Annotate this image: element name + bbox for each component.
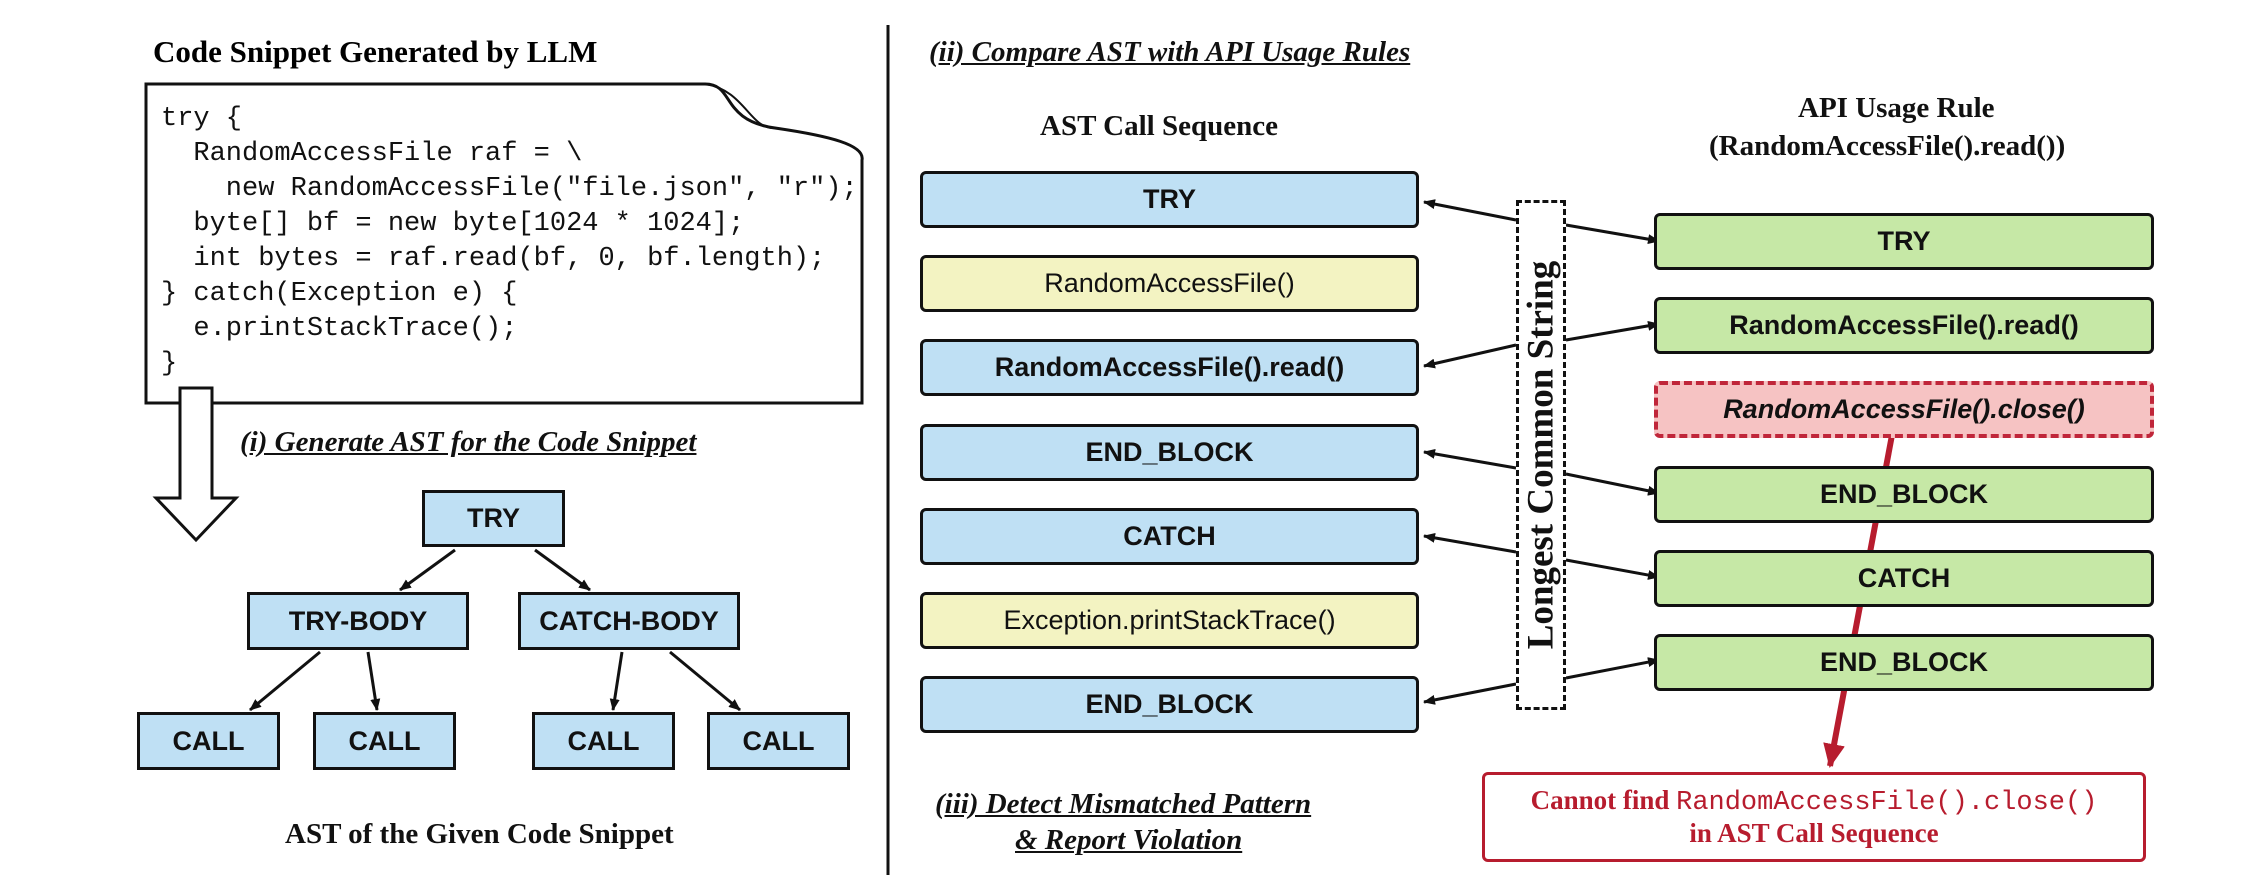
code-line: RandomAccessFile raf = \ [161, 139, 583, 169]
rule-header-line1: API Usage Rule [1798, 92, 1995, 124]
step-iii-label-line1: (iii) Detect Mismatched Pattern [935, 788, 1312, 820]
step-iii-label-line2: & Report Violation [1015, 824, 1243, 856]
ast-seq-item: CATCH [920, 508, 1419, 565]
ast-node-call: CALL [313, 712, 456, 770]
violation-report-line1: Cannot find RandomAccessFile().close() [1531, 785, 2098, 818]
code-line: new RandomAccessFile("file.json", "r"); [161, 174, 858, 204]
code-line: int bytes = raf.read(bf, 0, bf.length); [161, 244, 826, 274]
ast-seq-item: END_BLOCK [920, 424, 1419, 481]
rule-seq-item: TRY [1654, 213, 2154, 270]
rule-seq-item: RandomAccessFile().read() [1654, 297, 2154, 354]
ast-seq-item: RandomAccessFile() [920, 255, 1419, 312]
code-line: } catch(Exception e) { [161, 279, 518, 309]
rule-seq-item-missing: RandomAccessFile().close() [1654, 381, 2154, 438]
violation-report-code: RandomAccessFile().close() [1676, 788, 2098, 818]
code-document [144, 82, 864, 405]
ast-node-call: CALL [532, 712, 675, 770]
ast-node-try: TRY [422, 490, 565, 547]
rule-seq-item: END_BLOCK [1654, 466, 2154, 523]
ast-caption: AST of the Given Code Snippet [285, 818, 674, 850]
code-line: try { [161, 104, 243, 134]
ast-node-catch-body: CATCH-BODY [518, 592, 740, 650]
ast-node-call: CALL [137, 712, 280, 770]
ast-seq-item: RandomAccessFile().read() [920, 339, 1419, 396]
ast-seq-item: TRY [920, 171, 1419, 228]
step-ii-label: (ii) Compare AST with API Usage Rules [929, 36, 1411, 68]
violation-report-line2: in AST Call Sequence [1689, 818, 1939, 848]
code-snippet-title: Code Snippet Generated by LLM [153, 34, 598, 69]
violation-report: Cannot find RandomAccessFile().close() i… [1482, 772, 2146, 862]
ast-seq-item: END_BLOCK [920, 676, 1419, 733]
code-line: } [161, 349, 178, 379]
ast-seq-item: Exception.printStackTrace() [920, 592, 1419, 649]
generate-ast-arrow [152, 386, 240, 543]
ast-node-call: CALL [707, 712, 850, 770]
violation-report-prefix: Cannot find [1530, 785, 1670, 815]
step-i-label: (i) Generate AST for the Code Snippet [240, 426, 697, 458]
ast-sequence-header: AST Call Sequence [1040, 110, 1278, 142]
rule-seq-item: END_BLOCK [1654, 634, 2154, 691]
code-line: byte[] bf = new byte[1024 * 1024]; [161, 209, 745, 239]
rule-seq-item: CATCH [1654, 550, 2154, 607]
rule-header-line2: (RandomAccessFile().read()) [1709, 130, 2066, 162]
longest-common-string-label: Longest Common String [1520, 260, 1562, 650]
longest-common-string-box [1516, 200, 1566, 710]
code-line: e.printStackTrace(); [161, 314, 518, 344]
ast-node-try-body: TRY-BODY [247, 592, 469, 650]
